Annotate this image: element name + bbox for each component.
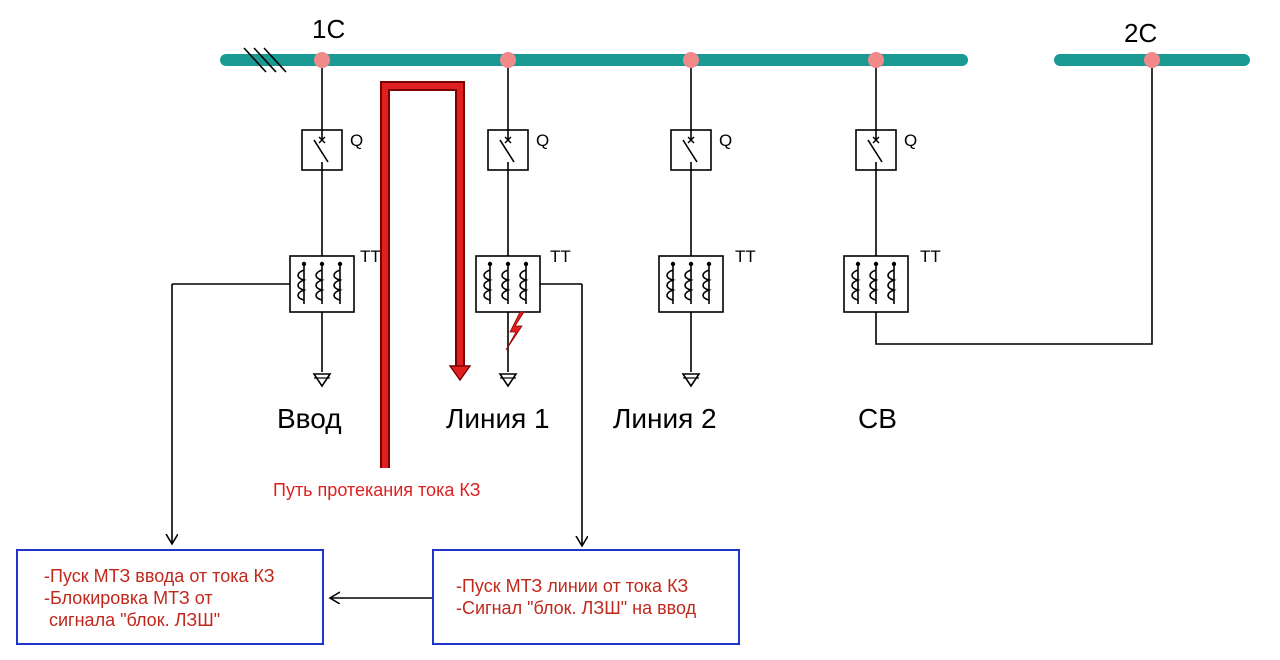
switch-label-sv: Q [904,131,917,150]
three-phase-mark [243,47,287,73]
breaker-vvod [301,129,343,171]
line-protection-box: -Пуск МТЗ линии от тока КЗ -Сигнал "блок… [432,549,740,645]
line-box-line: -Сигнал "блок. ЛЗШ" на ввод [456,598,697,618]
switch-label-vvod: Q [350,131,363,150]
feeder-label-sv: СВ [858,403,897,434]
input-box-line: -Блокировка МТЗ от [44,588,213,608]
ct-vvod [289,255,355,313]
line-box-line: -Пуск МТЗ линии от тока КЗ [456,576,689,596]
bus-label-2c: 2С [1124,18,1157,48]
fault-current-path [380,81,472,468]
input-box-line: сигнала "блок. ЛЗШ" [44,610,221,630]
ct-line-1 [475,255,541,313]
breaker-sv [855,129,897,171]
feeder-label-line-1: Линия 1 [446,403,550,434]
input-protection-box: -Пуск МТЗ ввода от тока КЗ -Блокировка М… [16,549,324,645]
feeder-sv: Q ТТ [843,60,1153,345]
feeder-line-1: Q ТТ [475,60,582,546]
ct-label-line-1: ТТ [550,247,571,266]
ground-line-2 [682,373,700,387]
breaker-line-2 [670,129,712,171]
bus-nodes [314,52,1160,68]
switch-label-line-1: Q [536,131,549,150]
feeder-label-vvod: Ввод [277,403,342,434]
ct-label-sv: ТТ [920,247,941,266]
feeder-vvod: Q ТТ [172,60,381,544]
switch-label-line-2: Q [719,131,732,150]
ct-label-line-2: ТТ [735,247,756,266]
breaker-line-1 [487,129,529,171]
feeder-line-2: Q ТТ [658,60,756,387]
feeder-label-line-2: Линия 2 [613,403,717,434]
bus-label-1c: 1С [312,14,345,44]
fault-path-label: Путь протекания тока КЗ [273,480,481,500]
ground-vvod [313,373,331,387]
ct-sv [843,255,909,313]
input-box-line: -Пуск МТЗ ввода от тока КЗ [44,566,275,586]
fault-lightning-icon [505,311,525,351]
ct-label-vvod: ТТ [360,247,381,266]
ground-line-1 [499,373,517,387]
ct-line-2 [658,255,724,313]
